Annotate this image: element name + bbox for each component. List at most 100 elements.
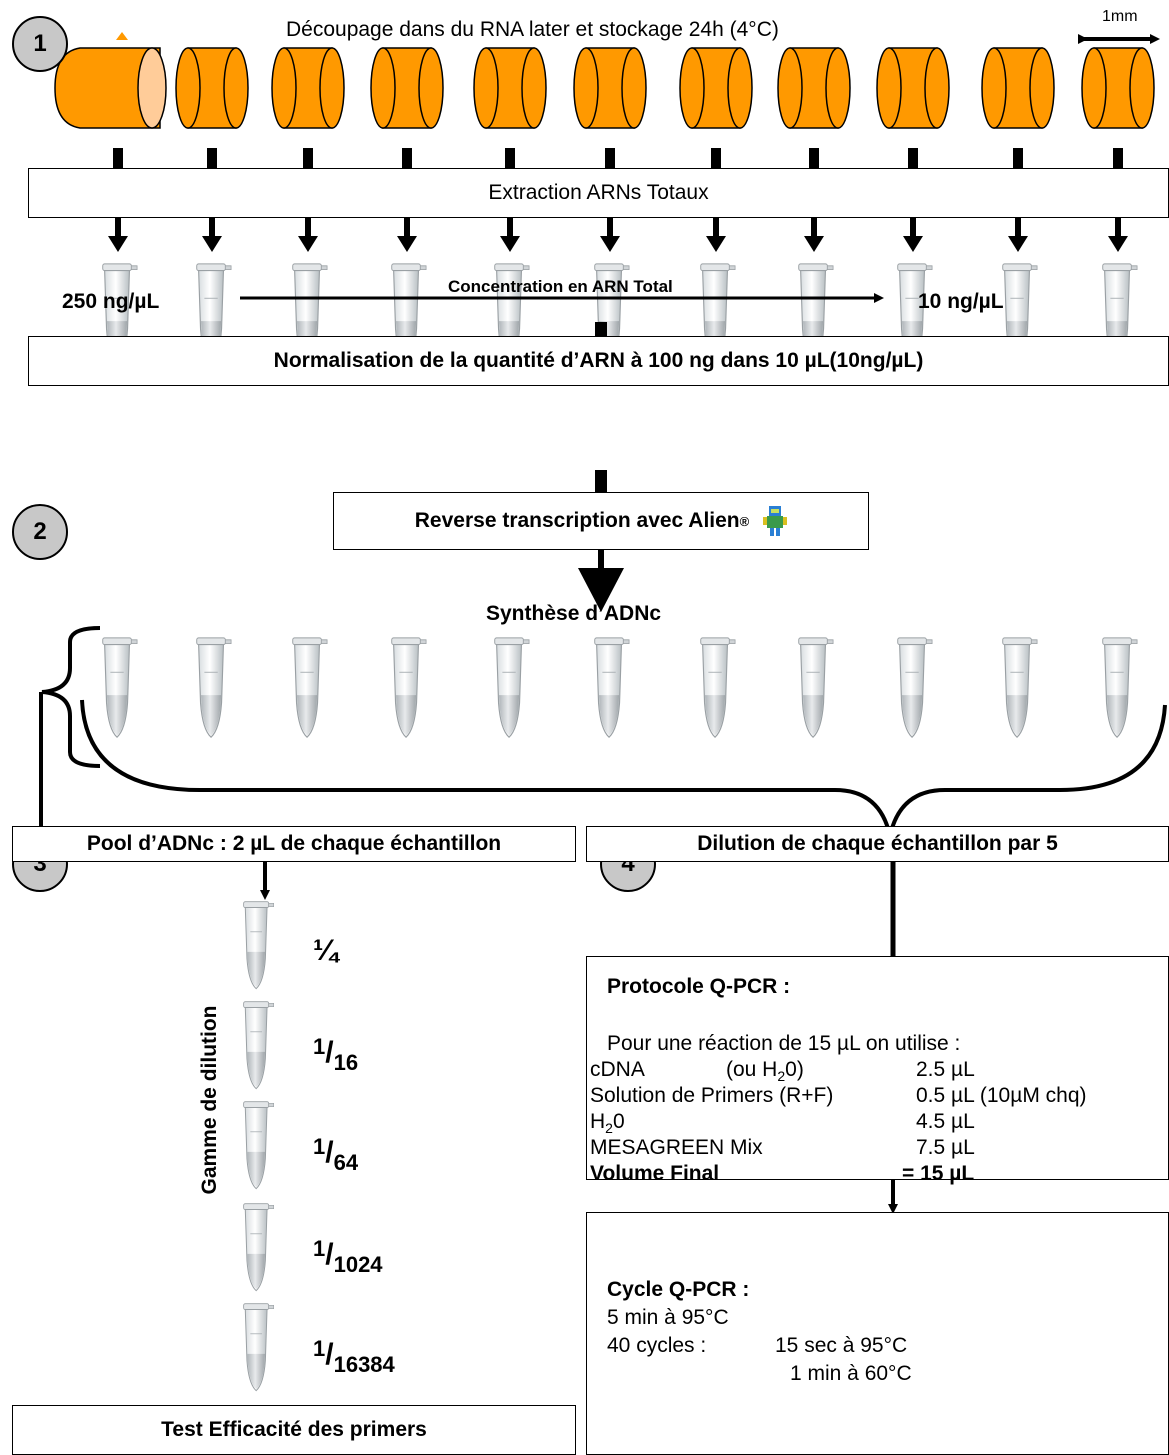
dilution-label: Dilution de chaque échantillon par 5 (697, 832, 1058, 855)
down-arrow-head (804, 236, 824, 252)
down-arrow-shaft (209, 218, 215, 238)
dilution-tube (243, 1001, 274, 1090)
down-arrow-head (500, 236, 520, 252)
fraction-quarter: ¼ (313, 934, 339, 967)
row-cdna-vol: 2.5 µL (916, 1058, 975, 1081)
fraction-16: 1/16 (313, 1034, 359, 1075)
down-arrow-head (903, 236, 923, 252)
normalisation-box: Normalisation de la quantité d’ARN à 100… (28, 336, 1169, 386)
tissue-piece (679, 47, 753, 129)
total-label: Volume Final (590, 1162, 720, 1185)
cycle-title: Cycle Q-PCR : (607, 1278, 750, 1301)
down-arrow-shaft (910, 218, 916, 238)
fraction-1024: 1/1024 (313, 1236, 383, 1277)
down-arrow-head (202, 236, 222, 252)
down-arrow-shaft (811, 218, 817, 238)
cdna-tube (391, 637, 427, 738)
tick (1113, 148, 1123, 168)
cdna-tube (897, 637, 933, 738)
down-arrow-shaft (507, 218, 513, 238)
row-water-name: H20 (590, 1110, 625, 1137)
rt-trademark: ® (739, 513, 750, 529)
cdna-tube (700, 637, 736, 738)
cycle-step-1: 15 sec à 95°C (775, 1334, 908, 1357)
step-2-badge: 2 (12, 504, 68, 560)
extraction-box: Extraction ARNs Totaux (28, 168, 1169, 218)
tissue-piece (271, 47, 345, 129)
tick (113, 148, 123, 168)
tissue-piece (981, 47, 1055, 129)
down-arrow-shaft (1015, 218, 1021, 238)
tick (402, 148, 412, 168)
test-label: Test Efficacité des primers (161, 1418, 427, 1441)
dilution-tube (243, 1203, 274, 1292)
rt-label: Reverse transcription avec Alien (414, 509, 740, 532)
normalisation-label: Normalisation de la quantité d’ARN à 100… (273, 349, 924, 372)
synthese-label: Synthèse d’ADNc (486, 602, 662, 625)
down-arrow-head (108, 236, 128, 252)
down-arrow-head (397, 236, 417, 252)
down-arrow-head (600, 236, 620, 252)
tick (303, 148, 313, 168)
down-arrow-head (298, 236, 318, 252)
tick (1013, 148, 1023, 168)
concentration-high: 250 ng/µL (62, 290, 160, 313)
fraction-16384: 1/16384 (313, 1336, 395, 1377)
cdna-tube (292, 637, 328, 738)
row-primers-name: Solution de Primers (R+F) (590, 1084, 834, 1107)
gamme-label: Gamme de dilution (198, 1005, 221, 1195)
fraction-64: 1/64 (313, 1134, 359, 1175)
cycle-count: 40 cycles : (607, 1334, 707, 1357)
step-1-badge: 1 (12, 16, 68, 72)
extraction-label: Extraction ARNs Totaux (488, 181, 709, 204)
cycle-initial: 5 min à 95°C (607, 1306, 729, 1329)
down-arrow-shaft (305, 218, 311, 238)
protocol-title: Protocole Q-PCR : (607, 975, 791, 998)
pool-label: Pool d’ADNc : 2 µL de chaque échantillon (86, 832, 502, 855)
left-brace (41, 626, 101, 768)
tick (605, 148, 615, 168)
dilution-tube (243, 1303, 274, 1392)
test-primers-box: Test Efficacité des primers (12, 1405, 576, 1455)
concentration-axis-label: Concentration en ARN Total (448, 277, 673, 296)
row-cdna-name: cDNA (590, 1058, 645, 1081)
tick (711, 148, 721, 168)
cdna-tube (798, 637, 834, 738)
down-arrow-shaft (713, 218, 719, 238)
down-arrow-shaft (115, 218, 121, 238)
down-arrow-shaft (404, 218, 410, 238)
row-water-vol: 4.5 µL (916, 1110, 975, 1133)
tissue-tip-piece (54, 32, 167, 129)
dilution-tube (243, 901, 274, 990)
down-arrow-head (706, 236, 726, 252)
tick (809, 148, 819, 168)
total-value: = 15 µL (902, 1162, 975, 1185)
row-primers-vol: 0.5 µL (10µM chq) (916, 1084, 1087, 1107)
header-title: Découpage dans du RNA later et stockage … (286, 18, 779, 41)
down-arrow-head (1008, 236, 1028, 252)
cycle-step-2: 1 min à 60°C (790, 1362, 912, 1385)
concentration-low: 10 ng/µL (918, 290, 1004, 313)
protocol-intro: Pour une réaction de 15 µL on utilise : (607, 1032, 961, 1055)
down-arrow-head (1108, 236, 1128, 252)
row-cdna-note: (ou H20) (726, 1058, 804, 1085)
qpcr-cycle-box (586, 1212, 1169, 1455)
down-arrow-shaft (1115, 218, 1121, 238)
cdna-tube (1002, 637, 1038, 738)
tissue-piece (777, 47, 851, 129)
tissue-piece (1081, 47, 1155, 129)
dilution-box: Dilution de chaque échantillon par 5 (586, 826, 1169, 862)
tissue-piece (876, 47, 950, 129)
dilution-tube (243, 1101, 274, 1190)
tick (908, 148, 918, 168)
tick (207, 148, 217, 168)
cdna-tube (102, 637, 138, 738)
cdna-tube (594, 637, 630, 738)
reverse-transcription-box: Reverse transcription avec Alien® (333, 492, 869, 550)
row-mix-vol: 7.5 µL (916, 1136, 975, 1159)
tissue-piece (370, 47, 444, 129)
down-arrow-shaft (607, 218, 613, 238)
cdna-tube (1102, 637, 1138, 738)
tissue-piece (573, 47, 647, 129)
